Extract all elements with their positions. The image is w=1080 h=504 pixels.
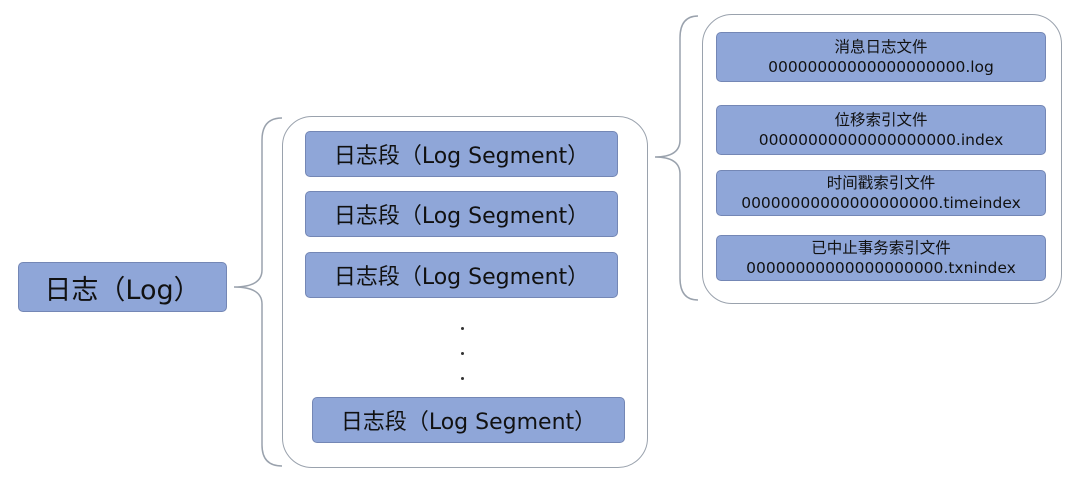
file-title: 位移索引文件 <box>834 111 928 129</box>
file-name: 00000000000000000000.txnindex <box>746 259 1016 277</box>
file-name: 00000000000000000000.log <box>768 58 994 76</box>
file-name: 00000000000000000000.index <box>758 131 1004 149</box>
file-title: 已中止事务索引文件 <box>811 239 951 257</box>
file-title: 消息日志文件 <box>834 38 928 56</box>
log-segment-node-last: 日志段（Log Segment） <box>312 397 625 443</box>
time-index-file-node: 时间戳索引文件 00000000000000000000.timeindex <box>716 170 1046 216</box>
message-log-file-node: 消息日志文件 00000000000000000000.log <box>716 32 1046 82</box>
log-segment-node-2: 日志段（Log Segment） <box>305 191 618 237</box>
log-segment-label: 日志段（Log Segment） <box>333 144 590 169</box>
log-segment-node-1: 日志段（Log Segment） <box>305 131 618 177</box>
aborted-txn-index-file-node: 已中止事务索引文件 00000000000000000000.txnindex <box>716 235 1046 281</box>
file-title: 时间戳索引文件 <box>826 174 936 192</box>
file-name: 00000000000000000000.timeindex <box>741 194 1021 212</box>
segments-group <box>282 116 648 468</box>
segment-brace <box>654 15 699 301</box>
log-node: 日志（Log） <box>18 262 227 312</box>
log-segment-label: 日志段（Log Segment） <box>333 204 590 229</box>
offset-index-file-node: 位移索引文件 00000000000000000000.index <box>716 105 1046 155</box>
log-segment-label: 日志段（Log Segment） <box>333 265 590 290</box>
log-segment-node-3: 日志段（Log Segment） <box>305 252 618 298</box>
log-segment-label: 日志段（Log Segment） <box>340 410 597 435</box>
root-brace <box>233 117 283 467</box>
log-node-label: 日志（Log） <box>44 274 201 306</box>
segment-files-group <box>702 14 1062 304</box>
